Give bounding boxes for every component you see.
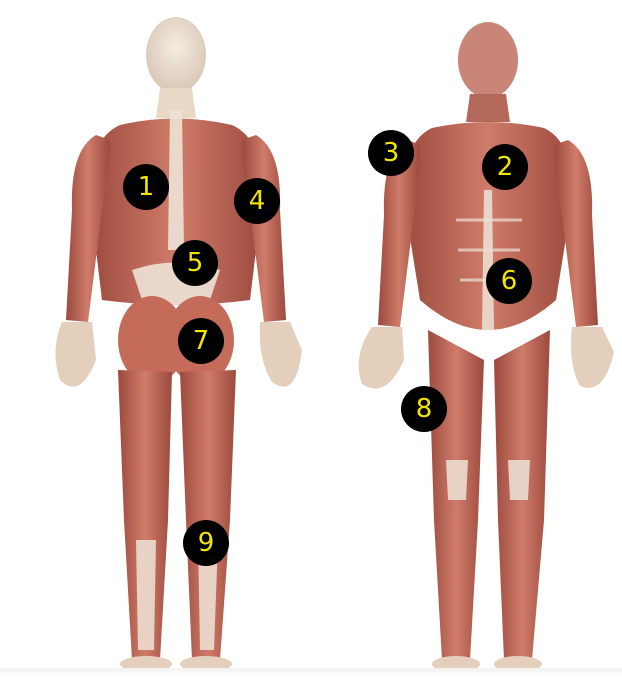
marker-1: 1 <box>123 164 169 210</box>
marker-6: 6 <box>486 258 532 304</box>
marker-3-label: 3 <box>383 140 400 166</box>
marker-1-label: 1 <box>138 174 155 200</box>
marker-7: 7 <box>178 318 224 364</box>
marker-4: 4 <box>234 178 280 224</box>
marker-5: 5 <box>172 240 218 286</box>
front-figure <box>359 22 614 672</box>
marker-9: 9 <box>183 520 229 566</box>
marker-2-label: 2 <box>497 154 514 180</box>
marker-2: 2 <box>482 144 528 190</box>
marker-4-label: 4 <box>249 188 266 214</box>
marker-6-label: 6 <box>501 268 518 294</box>
marker-8-label: 8 <box>416 396 433 422</box>
ground-shadow <box>0 668 622 677</box>
marker-8: 8 <box>401 386 447 432</box>
marker-7-label: 7 <box>193 328 210 354</box>
marker-3: 3 <box>368 130 414 176</box>
marker-9-label: 9 <box>198 530 215 556</box>
marker-5-label: 5 <box>187 250 204 276</box>
